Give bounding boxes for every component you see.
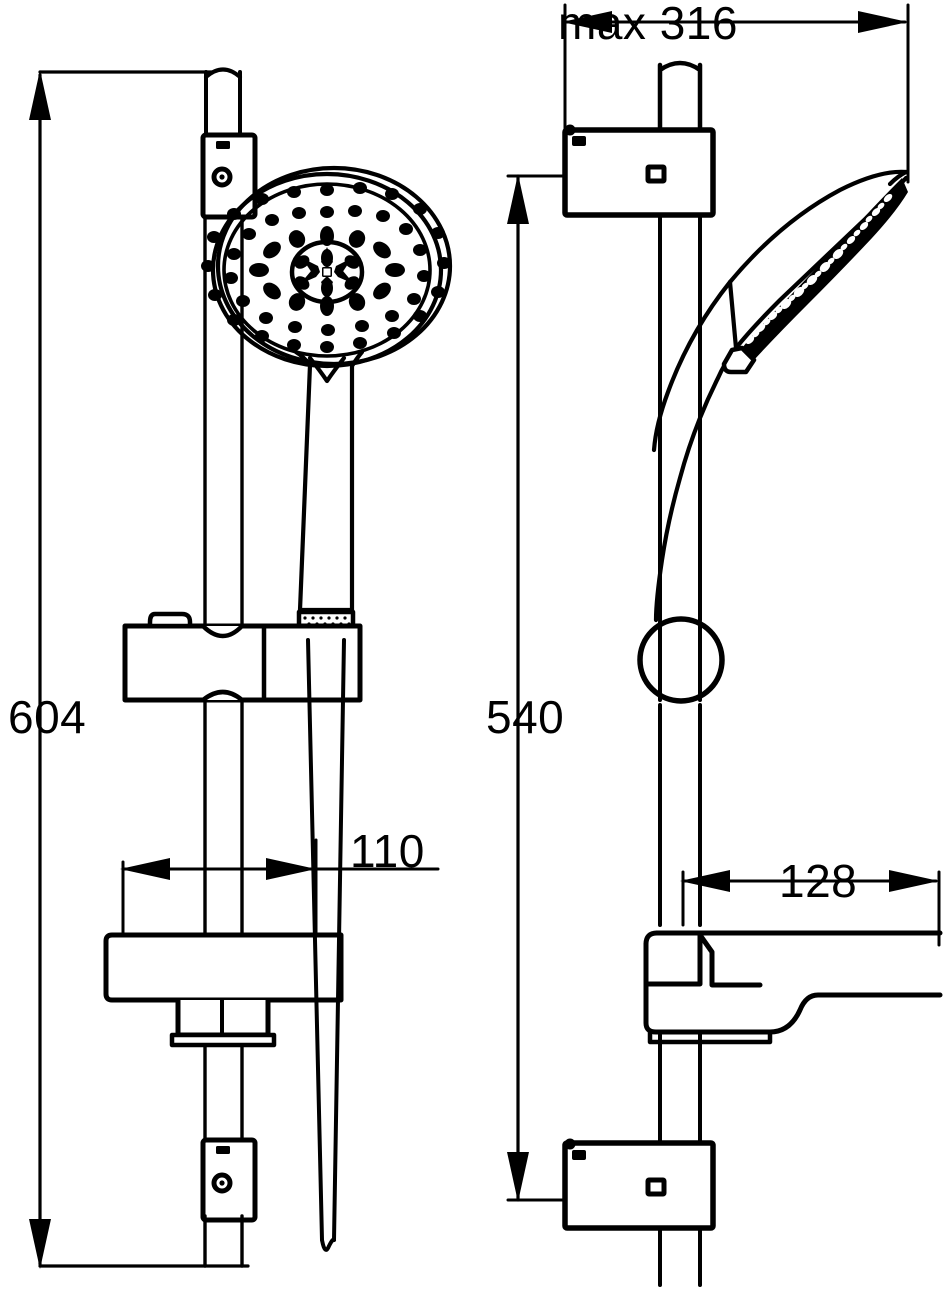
dimension-label-604: 604 <box>8 691 86 743</box>
soap-dish <box>103 932 344 1048</box>
dimension-128-leader <box>680 870 941 947</box>
hand-shower-side-nozzle-end <box>721 345 757 375</box>
hand-shower-front <box>210 165 453 369</box>
hand-shower-handle-front <box>293 349 365 613</box>
dimension-540-leader <box>506 174 622 1202</box>
spray-face <box>201 182 451 353</box>
wall-bracket-bottom <box>200 1137 258 1223</box>
wall-bracket-bottom-side <box>562 1138 716 1231</box>
dimension-label-540: 540 <box>486 691 564 743</box>
shower-hose <box>306 638 346 1252</box>
dimension-label-max-316: max 316 <box>558 0 738 49</box>
dimension-label-110: 110 <box>350 825 425 877</box>
dimension-max-316-leader <box>562 3 910 202</box>
hand-shower-side <box>651 169 909 623</box>
spray-face-side-holes <box>745 193 893 345</box>
spray-selector-rosette <box>289 239 365 305</box>
dimension-604-leader <box>29 70 250 1269</box>
soap-dish-side <box>643 930 943 1045</box>
wall-bracket-top <box>200 67 258 220</box>
shower-holder-slider <box>122 611 363 703</box>
slide-rail <box>203 215 244 1268</box>
dimension-label-128: 128 <box>779 855 857 907</box>
wall-bracket-top-side <box>562 124 716 218</box>
shower-holder-slider-side <box>637 616 725 704</box>
